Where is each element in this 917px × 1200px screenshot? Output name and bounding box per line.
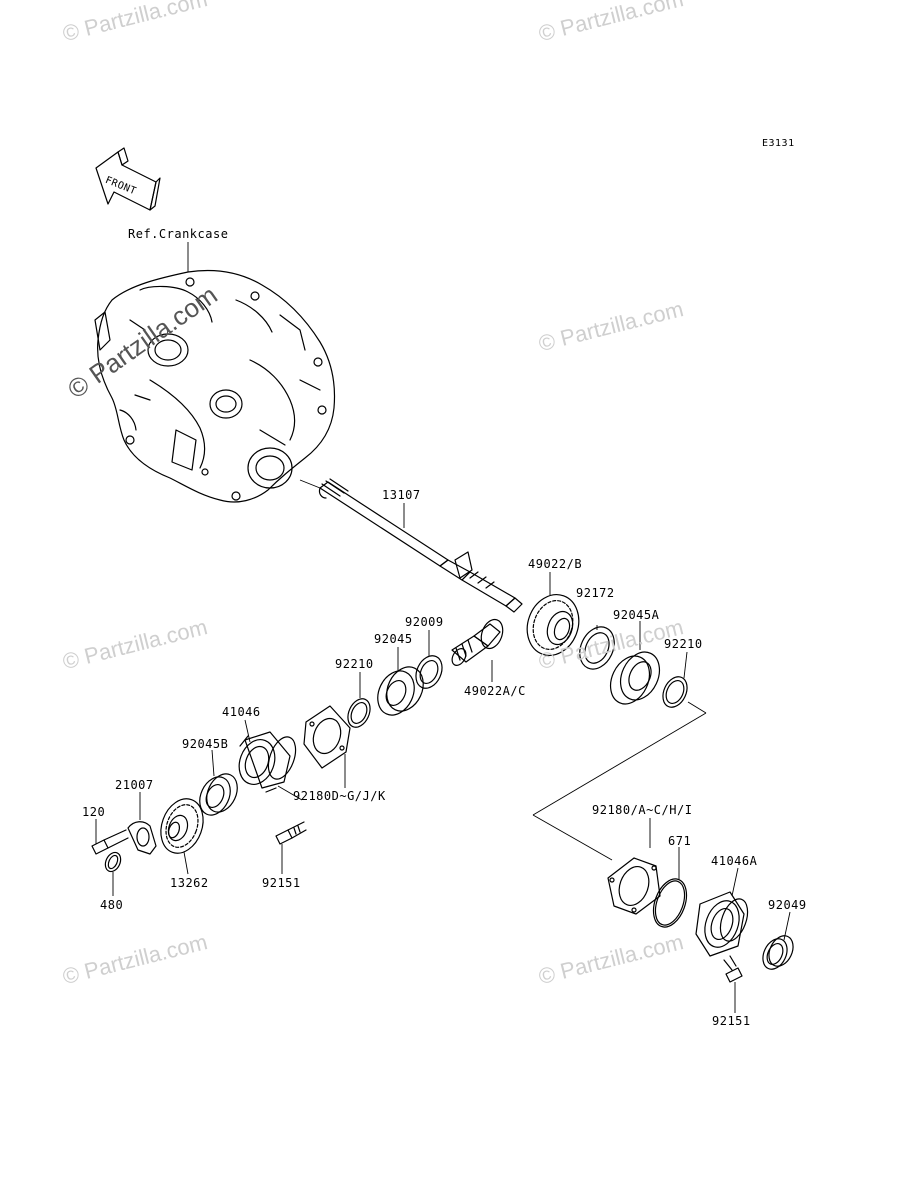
part-label-92180achi: 92180/A~C/H/I — [592, 803, 693, 817]
seal-92049 — [762, 935, 794, 970]
part-label-92009: 92009 — [405, 615, 444, 629]
part-label-49022b: 49022/B — [528, 557, 583, 571]
part-label-92045b: 92045B — [182, 737, 229, 751]
housing-41046 — [238, 731, 297, 793]
seal-92172 — [579, 626, 615, 670]
part-label-92049: 92049 — [768, 898, 807, 912]
part-label-92151-left: 92151 — [262, 876, 301, 890]
bolt-120 — [91, 829, 129, 855]
bearing-92045 — [377, 666, 424, 716]
gear-49022b — [526, 594, 580, 656]
shim-92210-right — [662, 676, 688, 708]
front-arrow-icon — [95, 147, 161, 211]
diagram-code: E3131 — [762, 138, 795, 149]
housing-41046a — [695, 891, 749, 957]
ref-crankcase-label: Ref.Crankcase — [128, 227, 229, 241]
part-label-13262: 13262 — [170, 876, 209, 890]
ring-480 — [104, 851, 122, 873]
bearing-92045a — [609, 651, 661, 705]
leader-lines — [95, 242, 791, 1013]
part-label-120: 120 — [82, 805, 106, 819]
part-label-92172: 92172 — [576, 586, 615, 600]
part-label-41046: 41046 — [222, 705, 261, 719]
gear-13262 — [160, 798, 204, 854]
plate-21007 — [127, 821, 157, 855]
pinion-49022ac — [451, 618, 504, 666]
part-label-49022ac: 49022A/C — [464, 684, 526, 698]
part-label-92045a: 92045A — [613, 608, 660, 622]
o-ring-671 — [652, 878, 688, 928]
bolt-92151-left — [275, 821, 307, 845]
part-label-41046a: 41046A — [711, 854, 758, 868]
nut-92009 — [415, 655, 443, 689]
part-label-480: 480 — [100, 898, 124, 912]
part-label-92151-right: 92151 — [712, 1014, 751, 1028]
part-label-671: 671 — [668, 834, 692, 848]
bolt-92151-right — [723, 955, 743, 983]
shaft-13107 — [318, 478, 523, 613]
part-label-92210-right: 92210 — [664, 637, 703, 651]
part-label-21007: 21007 — [115, 778, 154, 792]
gasket-92180dgjk — [303, 705, 351, 769]
part-label-92180dgjk: 92180D~G/J/K — [293, 789, 386, 803]
part-label-92045: 92045 — [374, 632, 413, 646]
crankcase-illustration — [94, 269, 336, 503]
part-label-92210-left: 92210 — [335, 657, 374, 671]
gasket-92180achi — [607, 857, 661, 915]
bearing-92045b — [199, 773, 238, 816]
part-label-13107: 13107 — [382, 488, 421, 502]
shim-92210-left — [347, 698, 371, 728]
